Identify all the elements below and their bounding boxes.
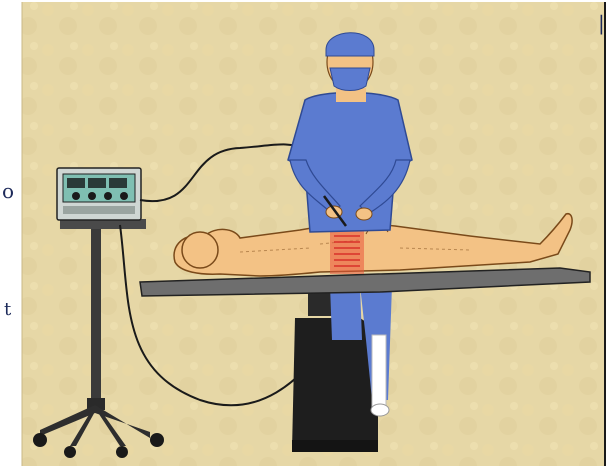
caster-wheel xyxy=(150,433,164,447)
electrosurgical-unit xyxy=(57,168,141,220)
caster-wheel xyxy=(33,433,47,447)
edge-text-right-top: | xyxy=(598,11,605,36)
knob-icon xyxy=(88,192,96,200)
patient-head xyxy=(182,232,218,268)
surgeon-hand xyxy=(356,208,372,220)
knob-icon xyxy=(120,192,128,200)
surgical-mask xyxy=(330,68,370,91)
caster-wheel xyxy=(64,446,76,458)
edge-text-left-upper: o xyxy=(2,179,14,203)
caster-wheel xyxy=(116,446,128,458)
incision-site xyxy=(330,228,364,274)
knob-icon xyxy=(104,192,112,200)
edge-text-left-lower: t xyxy=(4,299,12,320)
knob-icon xyxy=(72,192,80,200)
